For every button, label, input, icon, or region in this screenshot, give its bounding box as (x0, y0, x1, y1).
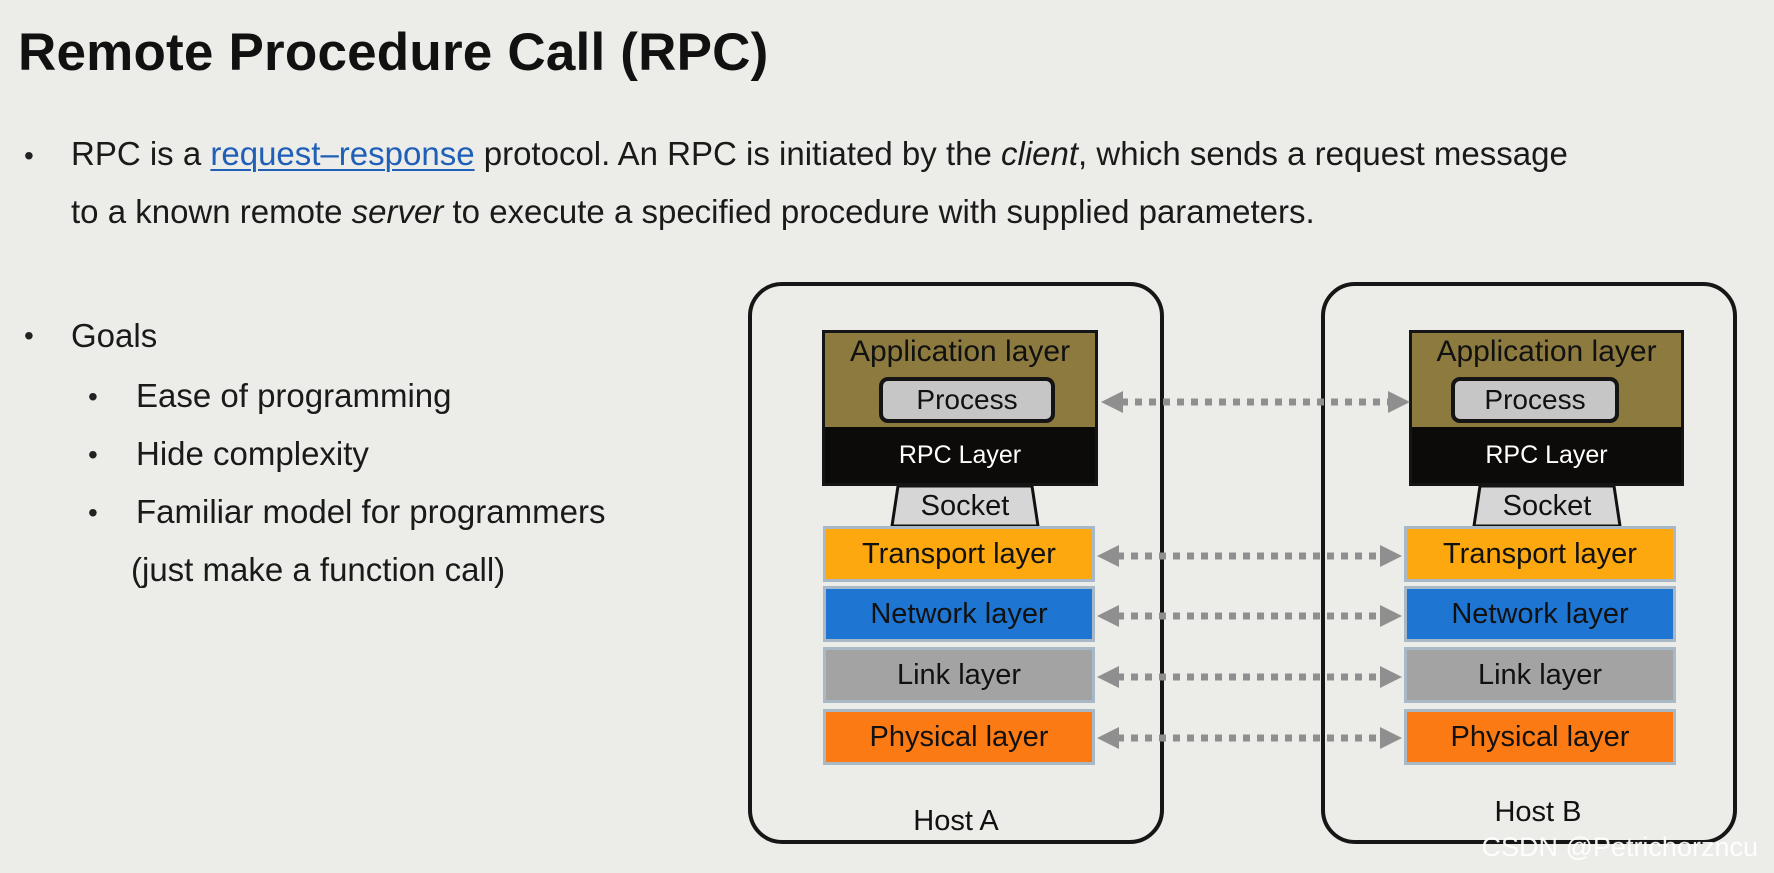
host-a-process: Process (879, 377, 1055, 423)
host-b-label: Host B (1494, 796, 1582, 828)
host-a-transport-layer: Transport layer (823, 526, 1095, 582)
bullet-marker: • (88, 497, 98, 528)
goals-heading: Goals (71, 317, 158, 354)
application-peer-arrow-right-head (1388, 391, 1410, 413)
bullet-marker: • (24, 320, 34, 351)
bullet-marker: • (24, 140, 34, 171)
transport-peer-arrow (1097, 545, 1402, 567)
transport-peer-arrow-right-head (1380, 545, 1402, 567)
link-peer-arrow-right-head (1380, 666, 1402, 688)
intro-text: RPC is a (71, 135, 211, 172)
host-b-link-layer: Link layer (1404, 647, 1676, 703)
host-a-rpc-layer: RPC Layer (825, 427, 1095, 483)
server-term: server (351, 193, 444, 230)
intro-line-2: to a known remote server to execute a sp… (71, 193, 1315, 231)
intro-text: to execute a specified procedure with su… (443, 193, 1315, 230)
host-a-socket-shape (890, 486, 1040, 526)
host-b-socket-label: Socket (1502, 490, 1592, 522)
intro-text: protocol. An RPC is initiated by the (474, 135, 1001, 172)
goal-item: Ease of programming (136, 377, 452, 414)
network-peer-arrow-left-head (1097, 605, 1119, 627)
request-response-link[interactable]: request–response (210, 135, 475, 172)
goal-item: Hide complexity (136, 435, 369, 472)
host-b-transport-layer: Transport layer (1404, 526, 1676, 582)
physical-peer-arrow (1097, 727, 1402, 749)
physical-peer-arrow-left-head (1097, 727, 1119, 749)
page-title: Remote Procedure Call (RPC) (18, 23, 769, 82)
host-a-network-layer: Network layer (823, 586, 1095, 642)
host-b-box (1321, 282, 1737, 844)
host-b-physical-layer: Physical layer (1404, 709, 1676, 765)
transport-peer-arrow-left-head (1097, 545, 1119, 567)
host-b-application-layer: Application layer Process RPC Layer (1409, 330, 1684, 486)
host-a-label: Host A (913, 805, 999, 837)
client-term: client (1001, 135, 1079, 172)
bullet-marker: • (88, 381, 98, 412)
intro-line-1: RPC is a request–response protocol. An R… (71, 135, 1568, 173)
host-b-process: Process (1451, 377, 1619, 423)
physical-peer-arrow-right-head (1380, 727, 1402, 749)
bullet-marker: • (88, 439, 98, 470)
link-peer-arrow (1097, 666, 1402, 688)
application-peer-arrow-left-head (1101, 391, 1123, 413)
watermark-text: CSDN @Petrichorzncu (1481, 832, 1759, 862)
application-peer-arrow (1101, 391, 1410, 413)
intro-text: , which sends a request message (1078, 135, 1568, 172)
goal-item: Familiar model for programmers (136, 493, 606, 530)
goal-item-continuation: (just make a function call) (131, 551, 506, 588)
host-a-box (748, 282, 1164, 844)
host-a-physical-layer: Physical layer (823, 709, 1095, 765)
host-b-socket-shape (1472, 486, 1622, 526)
network-peer-arrow-right-head (1380, 605, 1402, 627)
intro-text: to a known remote (71, 193, 352, 230)
link-peer-arrow-left-head (1097, 666, 1119, 688)
host-a-link-layer: Link layer (823, 647, 1095, 703)
host-a-socket-label: Socket (920, 490, 1010, 522)
host-b-rpc-layer: RPC Layer (1412, 427, 1681, 483)
application-layer-label: Application layer (1436, 335, 1657, 368)
host-b-network-layer: Network layer (1404, 586, 1676, 642)
network-peer-arrow (1097, 605, 1402, 627)
host-a-application-layer: Application layer Process RPC Layer (822, 330, 1098, 486)
application-layer-label: Application layer (849, 335, 1071, 368)
